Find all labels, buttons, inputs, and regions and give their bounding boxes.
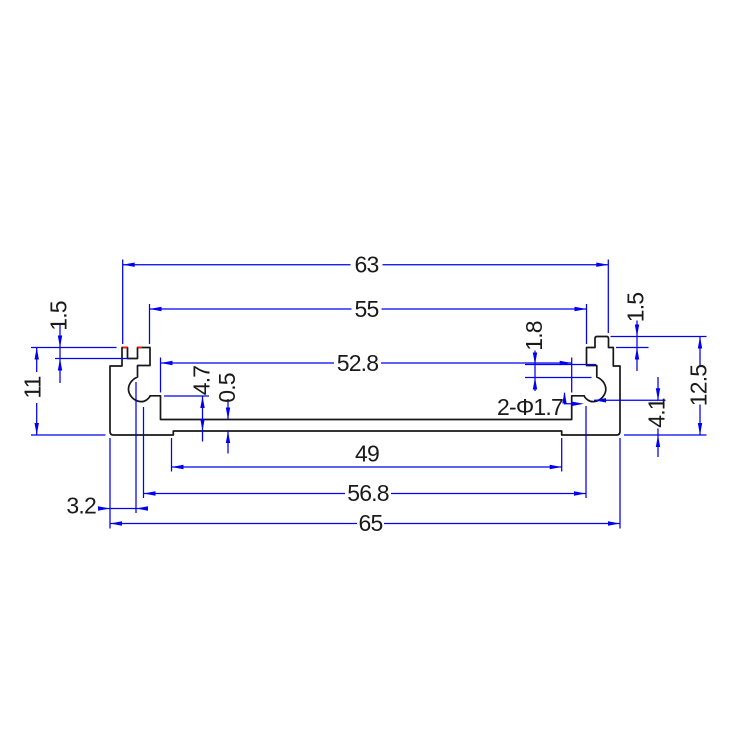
dim-right-inner-step-label: 1.8 [521,321,547,351]
dim-overall-height-label: 12.5 [686,365,712,407]
dim-web-width-label: 49 [355,441,379,467]
dim-overall-width-label: 65 [359,510,383,536]
dim-right-inner-step: 1.8 [521,321,547,391]
dim-left-notch-depth: 1.5 [46,301,72,383]
dim-right-nub-height: 1.5 [623,293,649,371]
dim-ledge-height-label: 4.7 [189,366,215,396]
dim-screw-center-width: 56.8 [143,480,586,506]
dim-ledge-width: 52.8 [160,350,572,376]
dim-overall-height: 12.5 [686,336,712,435]
dim-ledge-height: 4.7 [189,366,215,442]
dim-ledge-width-label: 52.8 [337,350,379,376]
dim-right-hook-height: 4.1 [644,377,670,457]
dim-screw-center-width-label: 56.8 [347,480,389,506]
dim-right-hook-height-label: 4.1 [644,398,670,428]
dim-side-offset-label: 3.2 [66,493,96,519]
dim-web-step-label: 0.5 [214,373,240,403]
dim-right-nub-height-label: 1.5 [623,293,649,323]
dim-left-notch-depth-label: 1.5 [46,301,72,331]
dim-left-height-label: 11 [20,376,46,398]
screw-hole-label: 2-Φ1.7 [497,394,563,420]
dim-side-offset: 3.2 [66,493,148,519]
dim-inner-top-width: 55 [149,296,587,322]
dim-left-height: 11 [20,347,46,435]
screw-hole-callout: 2-Φ1.7 [497,391,606,420]
dim-overall-width: 65 [110,510,620,536]
dim-web-width: 49 [171,441,562,470]
extension-lines [31,259,707,529]
dim-inner-top-width-label: 55 [355,296,379,322]
dim-top-width-label: 63 [355,252,379,278]
dim-top-width: 63 [122,252,609,278]
dim-web-step: 0.5 [214,373,240,454]
